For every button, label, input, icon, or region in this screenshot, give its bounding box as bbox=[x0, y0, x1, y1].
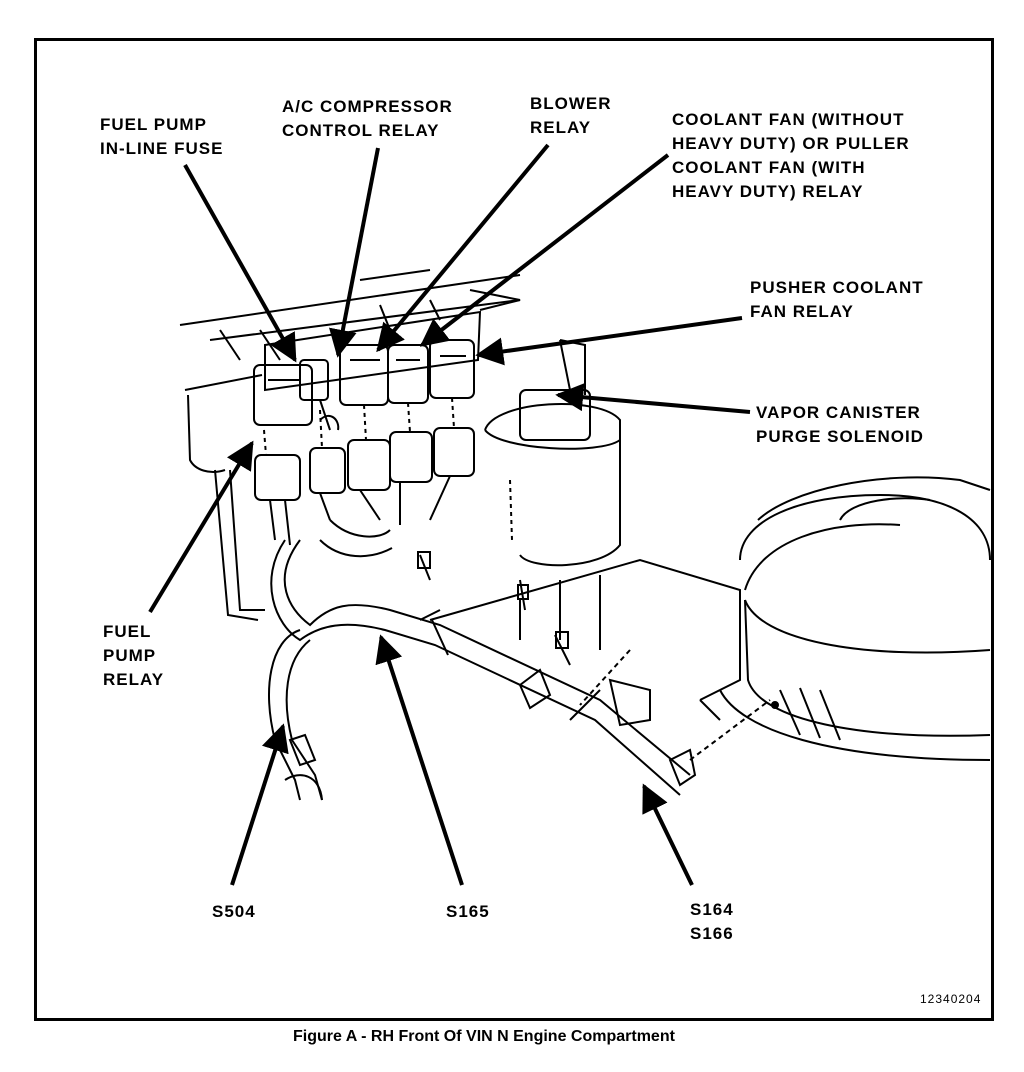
figure-frame bbox=[34, 38, 994, 1021]
arrow-vapor-canister-purge-solenoid bbox=[555, 383, 751, 414]
label-ac-compressor-relay: A/C COMPRESSOR CONTROL RELAY bbox=[282, 97, 453, 140]
relay-connectors bbox=[254, 397, 475, 546]
reference-number: 12340204 bbox=[920, 992, 982, 1006]
relay-center bbox=[253, 310, 482, 431]
label-blower-relay: BLOWER RELAY bbox=[530, 94, 612, 137]
arrow-fuel-pump-relay bbox=[148, 440, 254, 614]
arrow-s165 bbox=[375, 634, 464, 886]
label-s164-s166: S164 S166 bbox=[690, 900, 734, 943]
label-pusher-coolant-fan-relay: PUSHER COOLANT FAN RELAY bbox=[750, 278, 924, 321]
arrow-s504 bbox=[230, 723, 289, 886]
arrow-coolant-fan-relay bbox=[419, 153, 670, 347]
arrow-ac-compressor-relay bbox=[329, 147, 380, 358]
label-vapor-canister-purge-solenoid: VAPOR CANISTER PURGE SOLENOID bbox=[756, 403, 924, 446]
label-s165: S165 bbox=[446, 902, 490, 921]
label-fuel-pump-relay: FUEL PUMP RELAY bbox=[103, 622, 165, 689]
arrow-s164-s166 bbox=[642, 783, 694, 886]
arrow-pusher-coolant-fan-relay bbox=[475, 316, 743, 366]
wiring-harness bbox=[184, 374, 697, 801]
fender-bracket bbox=[417, 551, 779, 761]
arrow-fuel-pump-inline-fuse bbox=[183, 164, 297, 363]
air-cleaner bbox=[719, 476, 991, 761]
label-coolant-fan-relay: COOLANT FAN (WITHOUT HEAVY DUTY) OR PULL… bbox=[672, 110, 910, 201]
label-s504: S504 bbox=[212, 902, 256, 921]
label-fuel-pump-inline-fuse: FUEL PUMP IN-LINE FUSE bbox=[100, 115, 224, 158]
figure-caption: Figure A - RH Front Of VIN N Engine Comp… bbox=[293, 1028, 675, 1045]
leader-arrows bbox=[148, 143, 751, 886]
vapor-canister bbox=[484, 339, 621, 567]
arrow-blower-relay bbox=[376, 143, 550, 353]
